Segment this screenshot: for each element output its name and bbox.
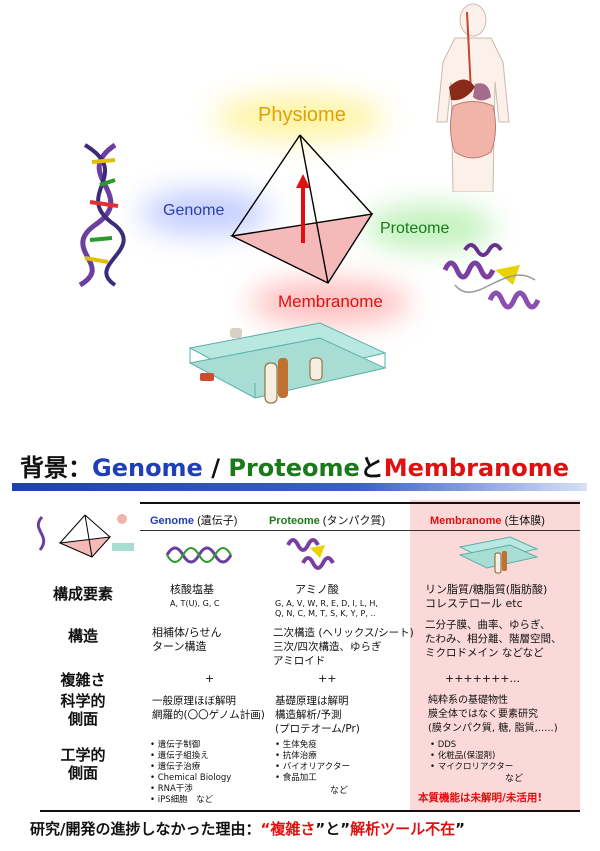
title-membranome: Membranome [383, 454, 570, 482]
proteome-science: 基礎原理は解明 構造解析/予測 (プロテオーム/Pr) [275, 695, 360, 735]
title-genome: Genome [92, 454, 203, 482]
proteome-engineering-tail: など [330, 786, 349, 796]
membranome-engineering-list: DDS 化粧品(保湿剤) マイクロリアクター [430, 740, 514, 773]
genome-science: 一般原理ほぼ解明 網羅的(〇〇ゲノム計画) [152, 695, 265, 721]
row-label-complexity: 複雑さ [60, 671, 106, 689]
physiome-label: Physiome [258, 104, 346, 126]
genome-eng-item: Chemical Biology [150, 773, 232, 784]
proteome-complexity: ++ [318, 672, 337, 685]
footer-prefix: 研究/開発の進捗しなかった理由： [30, 820, 261, 838]
footer-quote-open: “ [260, 820, 271, 838]
membranome-structure: 二分子膜、曲率、ゆらぎ、 たわみ、相分離、階層空間、 ミクロドメイン などなど [425, 619, 562, 659]
row-label-engineering: 工学的 側面 [60, 746, 106, 782]
col-membranome-note: (生体膜) [501, 515, 545, 527]
lipid-membrane-icon [188, 322, 387, 404]
proteome-eng-item: 生体免疫 [275, 740, 350, 751]
proteome-structure: 二次構造 (ヘリックス/シート) 三次/四次構造、ゆらぎ アミロイド [273, 627, 414, 667]
membranome-complexity: +++++++... [445, 672, 521, 685]
genome-eng-item: 遺伝子治療 [150, 762, 231, 773]
diagram-thumbnail [36, 514, 134, 558]
col-header-proteome: Proteome (タンパク質) [269, 512, 385, 528]
col-genome-note: (遺伝子) [194, 515, 238, 527]
proteome-components-sub: G, A, V, W, R, E, D, I, L, H, Q, N, C, M… [275, 599, 378, 618]
footer-complexity: 複雑さ [270, 820, 316, 838]
proteome-eng-item: 食品加工 [275, 773, 350, 784]
proteome-label: Proteome [380, 220, 450, 237]
dna-helix-icon [78, 142, 126, 288]
col-header-genome: Genome (遺伝子) [150, 512, 237, 528]
dna-column-icon [165, 546, 233, 564]
protein-column-icon [286, 538, 335, 570]
footer-reason: 研究/開発の進捗しなかった理由：“複雑さ”と”解析ツール不在” [30, 818, 465, 839]
tetrahedron-shape [229, 134, 374, 284]
membranome-eng-item: マイクロリアクター [430, 762, 514, 773]
title-underline [12, 483, 587, 491]
proteome-eng-item: 抗体治療 [275, 751, 350, 762]
proteome-eng-item: バイオリアクター [275, 762, 350, 773]
title-prefix: 背景： [20, 454, 92, 482]
table-top-rule [140, 502, 580, 504]
genome-complexity: + [205, 672, 215, 685]
row-label-science: 科学的 側面 [60, 692, 106, 728]
protein-ribbon-icon [442, 243, 541, 310]
membranome-note: 本質機能は未解明/未活用! [418, 792, 543, 804]
membranome-components: リン脂質/糖脂質(脂肪酸) コレステロール etc [425, 583, 548, 610]
genome-eng-item: iPS細胞 など [150, 795, 231, 806]
title-proteome: Proteome [228, 454, 360, 482]
section-title: 背景：Genome / ProteomeとMembranome [20, 448, 569, 483]
genome-structure: 相補体/らせん ターン構造 [152, 626, 222, 653]
membranome-science: 純粋系の基礎物性 膜全体ではなく要素研究 (膜タンパク質, 糖, 脂質,....… [428, 695, 558, 734]
col-proteome-note: (タンパク質) [319, 515, 386, 527]
membranome-label: Membranome [278, 292, 383, 311]
table-header-rule [140, 530, 580, 531]
col-proteome-name: Proteome [269, 515, 320, 527]
row-label-structure: 構造 [67, 627, 98, 645]
footer-quote-close: ” [455, 820, 465, 838]
proteome-engineering-list: 生体免疫 抗体治療 バイオリアクター 食品加工 [275, 740, 350, 784]
title-to: と [359, 454, 384, 482]
membrane-column-icon [458, 536, 539, 574]
genome-eng-item: 遺伝子制御 [150, 740, 231, 751]
col-membranome-name: Membranome [430, 515, 502, 527]
table-bottom-rule [40, 810, 580, 812]
genome-engineering-list: 遺伝子制御 遺伝子組換え 遺伝子治療 Chemical Biology RNA干… [150, 740, 232, 806]
footer-tool: 解析ツール不在 [350, 820, 456, 838]
col-header-membranome: Membranome (生体膜) [430, 512, 545, 528]
membranome-engineering-tail: など [505, 774, 524, 784]
title-slash: / [202, 454, 229, 482]
col-genome-name: Genome [150, 515, 195, 527]
genome-components: 核酸塩基 [170, 583, 214, 596]
proteome-components: アミノ酸 [295, 583, 339, 596]
row-label-components: 構成要素 [52, 585, 113, 603]
genome-eng-item: 遺伝子組換え [150, 751, 231, 762]
human-body-icon [436, 3, 510, 192]
membranome-eng-item: 化粧品(保湿剤) [430, 751, 513, 762]
genome-label: Genome [163, 202, 225, 219]
footer-quote-mid: ”と” [315, 820, 351, 838]
genome-eng-item: RNA干渉 [150, 784, 231, 795]
membranome-eng-item: DDS [430, 740, 513, 751]
genome-components-sub: A, T(U), G, C [170, 599, 220, 608]
